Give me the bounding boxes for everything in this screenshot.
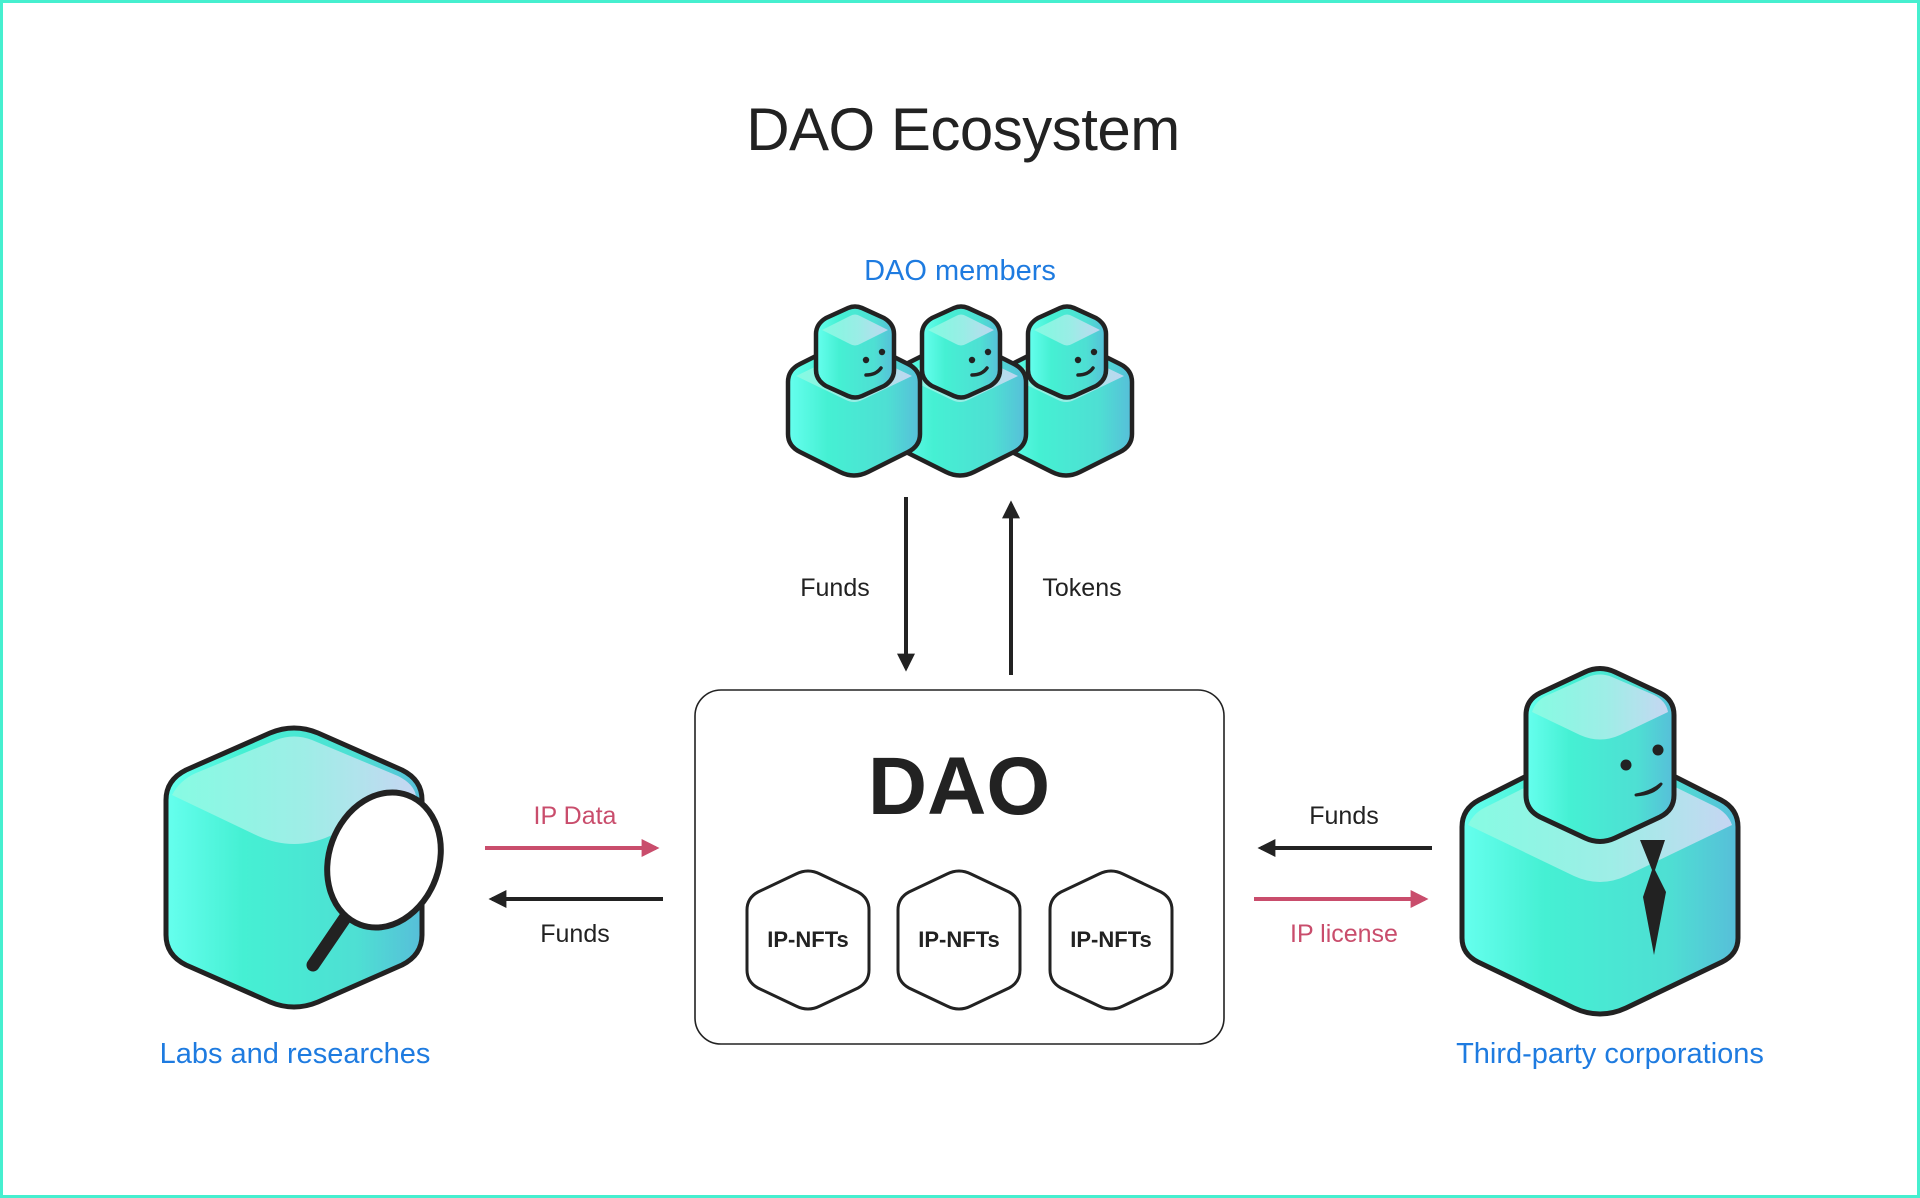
member-character-icon — [785, 304, 923, 478]
ip-nft-hexagon — [745, 869, 871, 1011]
funds-from-corp-label: Funds — [1309, 802, 1379, 830]
funds-to-labs-label: Funds — [540, 920, 610, 948]
dao-members-label: DAO members — [864, 255, 1056, 287]
ip-license-label: IP license — [1290, 920, 1398, 948]
necktie-icon — [1640, 840, 1666, 955]
diagram-title: DAO Ecosystem — [746, 96, 1180, 163]
ip-nft-label: IP-NFTs — [1070, 927, 1152, 952]
dao-members-illustration — [785, 304, 1135, 478]
magnifier-handle — [306, 911, 352, 972]
ip-nft-label: IP-NFTs — [767, 927, 849, 952]
ip-nft-hexagons — [745, 869, 1174, 1011]
corporation-illustration — [1459, 666, 1741, 1017]
eye-icon — [1652, 744, 1664, 756]
ip-nft-label: IP-NFTs — [918, 927, 1000, 952]
ip-nft-hexagon — [896, 869, 1022, 1011]
funds-down-label: Funds — [800, 574, 870, 602]
smile-icon — [1634, 782, 1663, 797]
ip-nft-hexagon — [1048, 869, 1174, 1011]
member-character-icon — [891, 304, 1029, 478]
magnifier-lens-icon — [324, 789, 444, 931]
dao-label: DAO — [867, 741, 1051, 832]
member-character-icon — [997, 304, 1135, 478]
eye-icon — [1620, 759, 1632, 771]
corporations-label: Third-party corporations — [1456, 1038, 1764, 1070]
tokens-up-label: Tokens — [1042, 574, 1122, 602]
labs-label: Labs and researches — [159, 1038, 431, 1070]
ip-data-label: IP Data — [533, 802, 617, 830]
labs-illustration — [163, 725, 444, 1010]
